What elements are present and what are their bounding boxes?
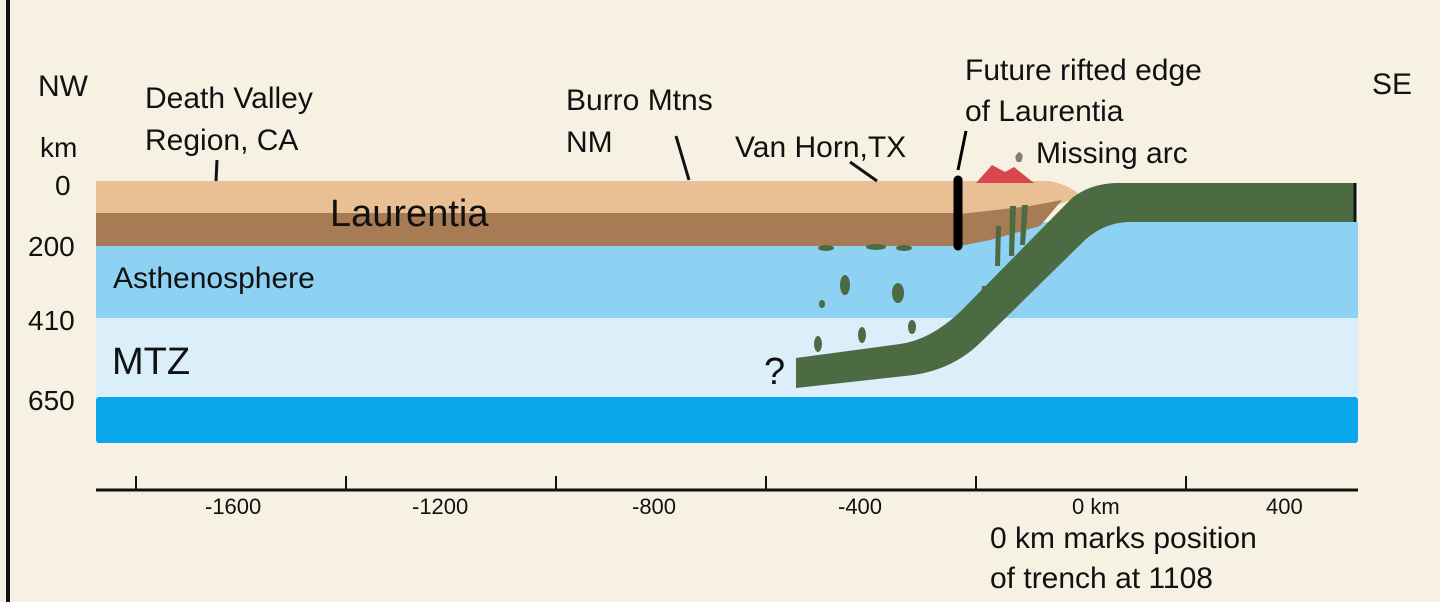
burro-label-1: Burro Mtns: [566, 84, 713, 117]
x-tick-label: -800: [632, 494, 676, 519]
caption-line-2: of trench at 1108: [990, 562, 1213, 595]
mtz-label: MTZ: [112, 341, 190, 383]
nw-label: NW: [38, 70, 89, 103]
burro-label-2: NM: [566, 126, 613, 159]
drip: [818, 245, 834, 251]
mtz-layer: [96, 316, 1358, 398]
drip: [858, 327, 866, 343]
x-tick-label: 400: [1266, 494, 1303, 519]
x-tick-label: -1200: [412, 494, 468, 519]
drip: [981, 286, 990, 300]
death-valley-label-2: Region, CA: [145, 124, 298, 157]
question-mark: ?: [764, 351, 785, 393]
rifted-edge-label-1: Future rifted edge: [965, 54, 1202, 87]
subducting-slab: [796, 183, 1356, 388]
depth-tick-200: 200: [28, 231, 75, 262]
death-valley-label-1: Death Valley: [145, 82, 313, 115]
x-tick-label: 0 km: [1072, 494, 1120, 519]
drip: [1009, 206, 1016, 256]
depth-tick-410: 410: [28, 305, 75, 336]
van-horn-label: Van Horn,TX: [735, 131, 906, 164]
caption-line-1: 0 km marks position: [990, 522, 1257, 555]
x-tick-label: -1600: [205, 494, 261, 519]
asthenosphere-label: Asthenosphere: [113, 262, 315, 295]
below-650-layer: [96, 397, 1358, 443]
depth-unit-label: km: [40, 132, 77, 163]
laurentia-lower-crust: [96, 213, 960, 246]
depth-tick-0: 0: [55, 170, 71, 201]
rifted-edge-label-2: of Laurentia: [965, 95, 1124, 128]
depth-tick-650: 650: [28, 385, 75, 416]
se-label: SE: [1372, 68, 1412, 101]
laurentia-upper-crust: [96, 181, 960, 215]
slab-drips: [814, 205, 1028, 379]
drip: [814, 336, 822, 352]
drip: [896, 245, 912, 251]
drip: [1020, 205, 1028, 245]
missing-arc-volcano: [976, 165, 1034, 183]
laurentia-label: Laurentia: [330, 193, 489, 235]
x-axis-ticks: [135, 476, 1187, 490]
drip: [995, 226, 1001, 266]
burro-pointer: [674, 135, 691, 181]
drip: [892, 283, 904, 303]
death-valley-pointer: [214, 159, 219, 182]
van-horn-pointer: [849, 160, 878, 183]
rifted-edge-pointer: [956, 130, 968, 171]
drip: [867, 371, 873, 379]
x-tick-label: -400: [838, 494, 882, 519]
drip: [840, 275, 850, 295]
drip: [908, 320, 916, 334]
drip: [866, 244, 886, 250]
drip: [819, 300, 825, 308]
missing-arc-label: Missing arc: [1036, 137, 1188, 170]
thinned-crust-upper: [960, 181, 1080, 214]
volcano-plume: [1015, 152, 1023, 162]
